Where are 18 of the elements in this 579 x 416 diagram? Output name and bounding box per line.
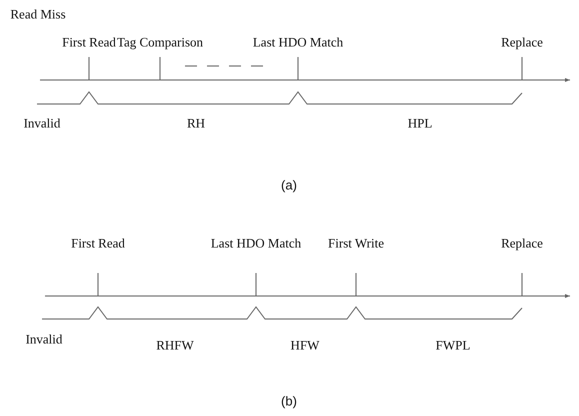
panel-label: (b) <box>281 394 297 408</box>
state-label: Invalid <box>26 332 62 346</box>
event-label: First Read <box>62 36 116 48</box>
state-label: FWPL <box>436 338 470 352</box>
event-label: Last HDO Match <box>252 36 344 48</box>
event-label: Last HDO Match <box>210 236 302 250</box>
event-label: Replace <box>501 36 543 48</box>
event-label: Replace <box>501 236 543 250</box>
diagram-heading: Read Miss <box>10 8 66 20</box>
event-label: Tag Comparison <box>116 36 204 48</box>
state-label: HFW <box>290 338 320 352</box>
state-label: RH <box>186 116 206 130</box>
state-label: RHFW <box>156 338 194 352</box>
panel-label: (a) <box>281 178 297 192</box>
state-label: Invalid <box>24 116 60 130</box>
event-label: First Write <box>328 236 384 250</box>
state-label: HPL <box>408 116 432 130</box>
event-label: First Read <box>71 236 125 250</box>
